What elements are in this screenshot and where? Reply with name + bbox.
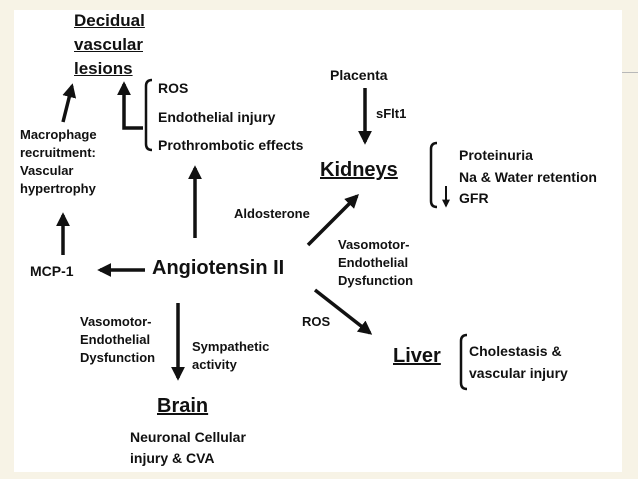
placenta-label: Placenta [330, 67, 388, 83]
kidney-effect-proteinuria: Proteinuria [459, 147, 533, 163]
sympathetic-line-1: Sympathetic [192, 339, 270, 354]
sympathetic-line-2: activity [192, 357, 237, 372]
macrophage-line-1: Macrophage [20, 127, 97, 142]
decidual-title-line-1: Decidual [74, 11, 145, 30]
macrophage-line-2: recruitment: [20, 145, 96, 160]
angiotensin-ii-label: Angiotensin II [152, 257, 285, 279]
arrow-effects-to-decidual [117, 81, 143, 130]
decidual-effect-prothrombotic: Prothrombotic effects [158, 137, 304, 153]
sflt1-label: sFlt1 [376, 106, 407, 121]
vasomotor-right-line-1: Vasomotor- [338, 237, 410, 252]
vasomotor-right-line-3: Dysfunction [338, 273, 414, 288]
kidney-effect-na-water: Na & Water retention [459, 169, 597, 185]
macrophage-line-4: hypertrophy [20, 181, 96, 196]
liver-label: Liver [393, 345, 441, 367]
ros-liver-label: ROS [302, 314, 331, 329]
decidual-effect-ros: ROS [158, 80, 189, 96]
brain-label: Brain [157, 395, 209, 417]
decidual-title-line-2: vascular [74, 35, 143, 54]
liver-effect-line-2: vascular injury [469, 365, 568, 381]
arrow-angiotensin-to-liver [313, 288, 373, 335]
brain-effect-line-2: injury & CVA [130, 450, 215, 466]
mcp1-label: MCP-1 [30, 263, 74, 279]
bracket-liver-effects [459, 333, 468, 391]
vasomotor-left-line-2: Endothelial [80, 332, 151, 347]
kidney-effect-gfr: GFR [459, 190, 489, 206]
slide-background [14, 10, 622, 472]
vasomotor-right-line-2: Endothelial [338, 255, 409, 270]
macrophage-line-3: Vascular [20, 163, 74, 178]
kidneys-label: Kidneys [320, 159, 398, 181]
vasomotor-left-line-1: Vasomotor- [80, 314, 152, 329]
vasomotor-left-line-3: Dysfunction [80, 350, 156, 365]
decidual-effect-endothelial: Endothelial injury [158, 109, 276, 125]
liver-effect-line-1: Cholestasis & [469, 343, 562, 359]
decidual-title-line-3: lesions [74, 59, 133, 78]
arrow-angiotensin-to-kidneys [306, 194, 359, 247]
decorative-line [622, 72, 638, 73]
bracket-kidney-effects [429, 141, 438, 209]
aldosterone-label: Aldosterone [234, 206, 310, 221]
bracket-decidual-effects [144, 78, 153, 152]
arrow-macrophage-to-decidual [61, 83, 77, 123]
brain-effect-line-1: Neuronal Cellular [130, 429, 246, 445]
